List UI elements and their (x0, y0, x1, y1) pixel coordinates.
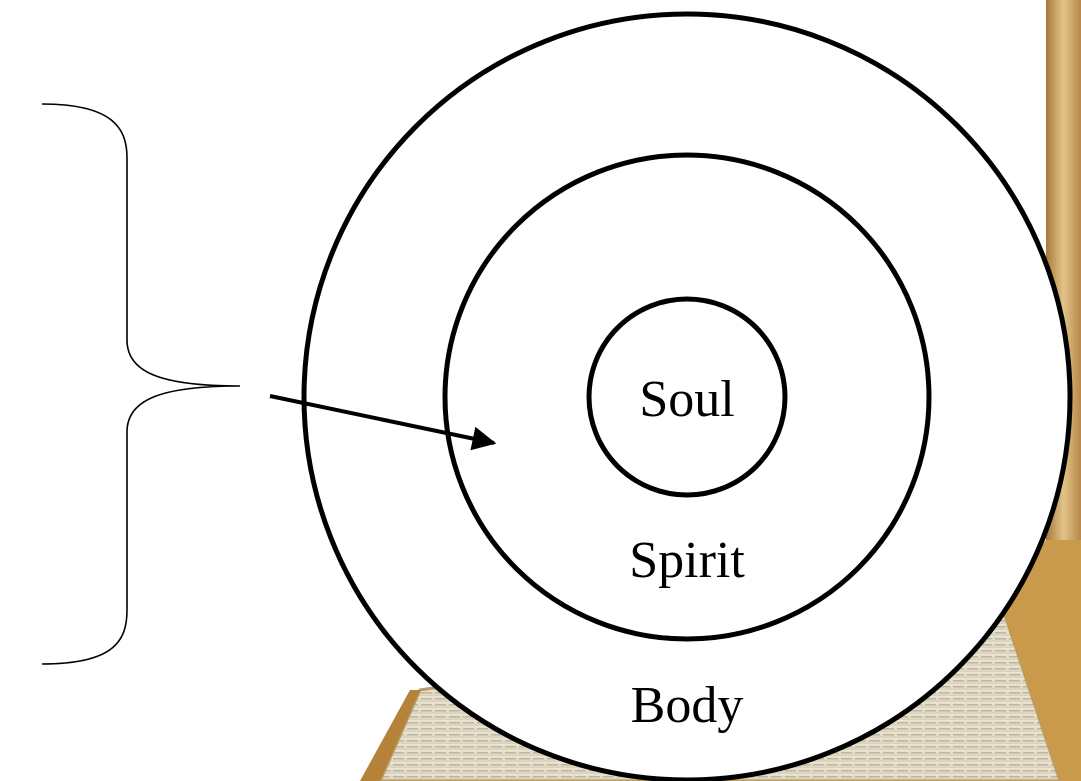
curly-brace (42, 104, 240, 664)
label-body: Body (631, 677, 744, 734)
label-spirit: Spirit (629, 532, 745, 589)
label-soul: Soul (639, 371, 734, 428)
